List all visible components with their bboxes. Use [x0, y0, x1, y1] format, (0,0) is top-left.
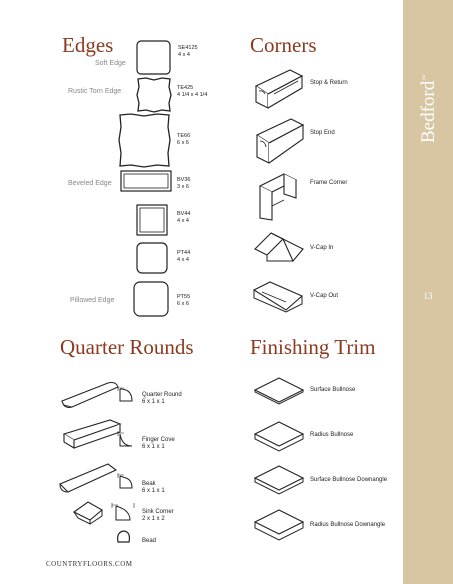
tile-pillowed-4x4: [136, 242, 168, 274]
quarter-round-drawing: [61, 381, 119, 408]
trim-radius-downangle-drawing: [253, 509, 305, 541]
heading-edges: Edges: [62, 33, 114, 57]
heading-finishing-trim: Finishing Trim: [250, 335, 376, 359]
brand-sidebar: [403, 0, 453, 584]
tile-soft-edge: [136, 40, 171, 75]
trim-radius-bullnose-downangle: Radius Bullnose Downangle: [310, 522, 386, 528]
trim-radius-bullnose: Radius Bullnose: [310, 432, 354, 438]
heading-corners: Corners: [250, 33, 317, 57]
sink-corner-profile: [111, 503, 135, 521]
corner-vcap-out: V-Cap Out: [310, 293, 339, 299]
corner-frame-drawing: [258, 173, 298, 221]
qr-bead: Bead: [142, 538, 157, 544]
tile-pillowed-6x6: [133, 281, 169, 317]
quarter-round-profile: [117, 386, 133, 402]
label-soft-edge: Soft Edge: [95, 60, 126, 67]
trim-surface-bullnose-drawing: [253, 377, 305, 405]
brand-name: Bedford™: [418, 74, 439, 143]
trim-surface-bullnose-downangle: Surface Bullnose Downangle: [310, 477, 388, 483]
corner-vcap-in: V-Cap In: [310, 245, 334, 251]
tile-rustic-edge: [136, 77, 172, 113]
footer-url: COUNTRYFLOORS.COM: [46, 560, 133, 568]
heading-quarter-rounds: Quarter Rounds: [60, 335, 194, 359]
sink-corner-drawing: [72, 501, 103, 525]
beak-drawing: [59, 463, 118, 493]
bead-drawing: [117, 530, 131, 543]
corner-stop-end: Stop End: [310, 130, 335, 136]
beak-profile: [117, 473, 133, 489]
trim-surface-downangle-drawing: [253, 465, 305, 495]
trim-surface-bullnose: Surface Bullnose: [310, 387, 356, 393]
corner-vcap-in-drawing: [254, 232, 304, 263]
corner-vcap-out-drawing: [252, 281, 304, 313]
label-pillowed-edge: Pillowed Edge: [70, 297, 115, 304]
label-rustic-torn-edge: Rustic Torn Edge: [68, 88, 122, 95]
page-number: 13: [423, 291, 433, 301]
finger-cove-drawing: [62, 419, 122, 449]
corner-stop-return: Stop & Return: [310, 80, 348, 86]
trim-radius-bullnose-drawing: [253, 421, 305, 452]
tile-beveled-3x6: [120, 170, 172, 192]
label-beveled-edge: Beveled Edge: [68, 180, 112, 187]
corner-stop-return-drawing: [254, 69, 304, 109]
corner-stop-end-drawing: [255, 118, 305, 164]
corner-frame: Frame Corner: [310, 180, 348, 186]
tile-beveled-4x4: [136, 204, 168, 236]
finger-cove-profile: [117, 431, 133, 447]
tile-rustic-6x6: [118, 113, 171, 168]
